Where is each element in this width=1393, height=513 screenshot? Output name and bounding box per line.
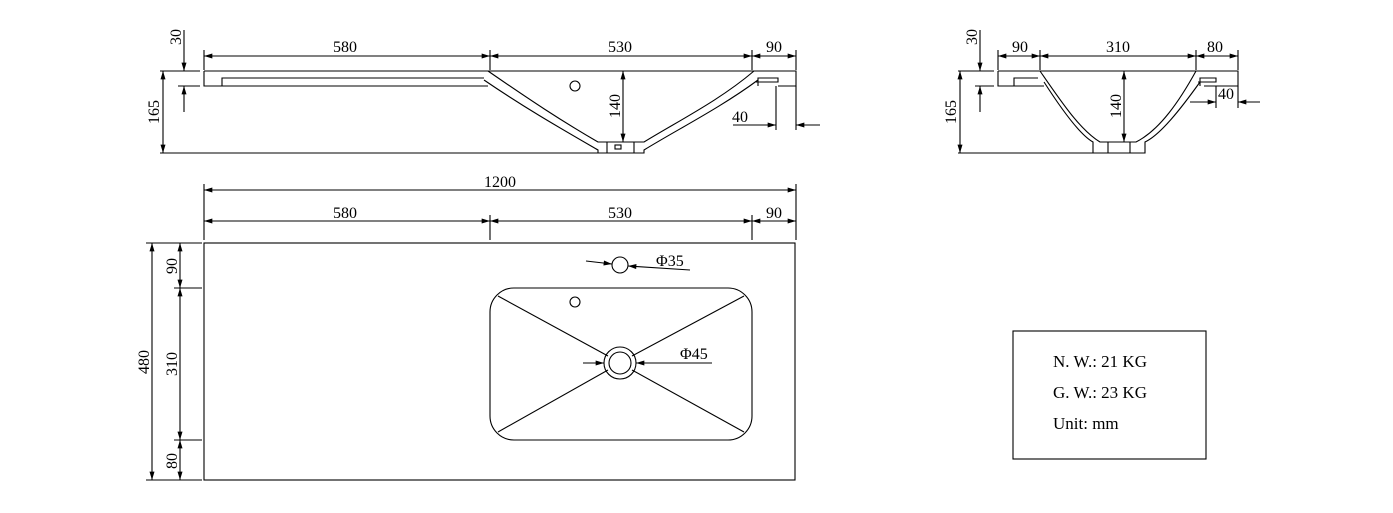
side-view-long: 580 530 90 40 30 165 140 <box>146 29 820 154</box>
drain-diameter: Φ45 <box>680 346 708 363</box>
unit: Unit: mm <box>1053 414 1119 433</box>
dim-165: 165 <box>146 100 163 124</box>
dim-90: 90 <box>766 205 782 222</box>
dim-310: 310 <box>1106 39 1130 56</box>
dim-30: 30 <box>168 29 185 45</box>
faucet-hole-diameter: Φ35 <box>656 253 684 270</box>
dim-530: 530 <box>608 39 632 56</box>
dim-40: 40 <box>1218 86 1234 103</box>
dim-40: 40 <box>732 109 748 126</box>
dim-80: 80 <box>164 453 181 469</box>
net-weight: N. W.: 21 KG <box>1053 352 1147 371</box>
dim-310: 310 <box>164 352 181 376</box>
dim-1200: 1200 <box>484 174 516 191</box>
dim-580: 580 <box>333 39 357 56</box>
dim-80: 80 <box>1207 39 1223 56</box>
dim-165: 165 <box>943 100 960 124</box>
info-box: N. W.: 21 KG G. W.: 23 KG Unit: mm <box>1012 330 1207 460</box>
plan-view: 1200 580 530 90 480 90 310 80 Φ35 Φ45 <box>136 174 797 481</box>
dim-140: 140 <box>1108 94 1125 118</box>
dim-140: 140 <box>607 94 624 118</box>
dim-90-left: 90 <box>164 258 181 274</box>
dim-90: 90 <box>1012 39 1028 56</box>
dim-30: 30 <box>964 29 981 45</box>
dim-530: 530 <box>608 205 632 222</box>
dim-480: 480 <box>136 350 153 374</box>
dim-580: 580 <box>333 205 357 222</box>
gross-weight: G. W.: 23 KG <box>1053 383 1147 402</box>
dim-90: 90 <box>766 39 782 56</box>
side-view-short: 90 310 80 40 30 165 140 <box>943 29 1260 154</box>
